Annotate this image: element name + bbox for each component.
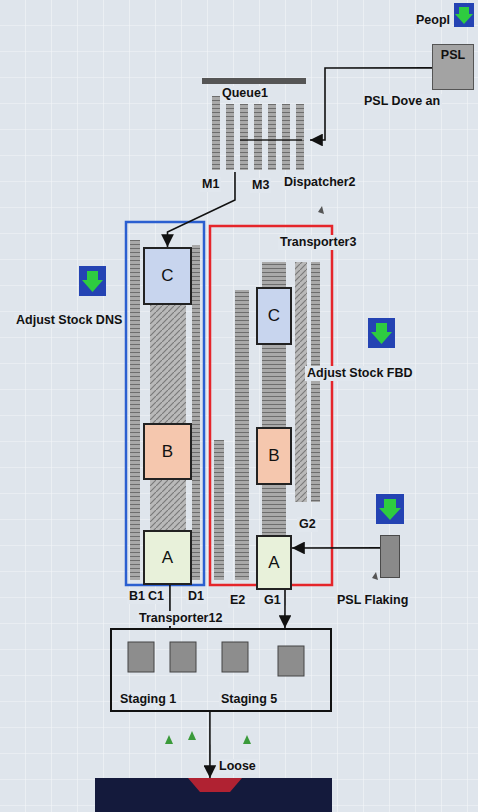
object-label: Adjust Stock DNS (14, 313, 124, 328)
stock-icon (79, 266, 106, 296)
staging-bay (128, 642, 154, 672)
object-label: Transporter12 (137, 611, 224, 626)
object-label: G2 (297, 517, 318, 532)
rack-label: D1 (186, 589, 206, 604)
rack-stripe (130, 240, 140, 580)
object-name: Loose (217, 759, 258, 774)
rack-label: B1 (127, 589, 147, 604)
rack-stripe (240, 104, 248, 170)
flow-arrow (168, 172, 236, 247)
transporter-figure (165, 735, 173, 744)
rack-stripe (212, 96, 220, 170)
rack-box: C (143, 247, 192, 305)
source-icon (455, 7, 473, 24)
object-name: Queue1 (220, 86, 270, 101)
staging-bay (278, 646, 304, 676)
dns-region (126, 222, 204, 585)
rack-box: A (143, 530, 192, 585)
sink-mark (188, 778, 242, 792)
sink-object: Loose (95, 778, 332, 812)
source-icon (376, 494, 404, 524)
rack-stripe (295, 262, 307, 502)
zone-letter: C (161, 266, 173, 286)
operator-mark (318, 206, 324, 214)
flow-arrow (209, 712, 211, 778)
source-box: PSL Flaking (380, 535, 400, 578)
rack-label: E2 (228, 593, 247, 608)
zone-letter: B (268, 446, 279, 466)
object-label: Dispatcher2 (282, 175, 358, 190)
rack-stripe (296, 104, 304, 170)
queue-object: Queue1 (200, 76, 310, 172)
object-name: PSL (441, 48, 465, 63)
object-label: M1 (200, 177, 221, 192)
object-label: Peopl (414, 13, 452, 28)
rack-stripe (268, 104, 276, 170)
rack-box: C (256, 287, 292, 345)
object-name: Staging 1 (118, 692, 178, 707)
transporter-figure (188, 731, 196, 740)
operator-mark (372, 572, 378, 580)
rack-box: B (256, 427, 292, 485)
staging-area: Staging 1 Staging 5 (110, 628, 332, 712)
stock-icon (368, 318, 395, 348)
queue-line (240, 139, 302, 141)
zone-letter: B (162, 442, 173, 462)
queue-bar (202, 78, 306, 84)
fbd-region (210, 226, 332, 585)
rack-box: B (143, 423, 192, 480)
rack-stripe (311, 262, 320, 502)
object-label: M3 (250, 178, 271, 193)
rack-stripe (226, 104, 234, 170)
object-name: PSL Flaking (335, 593, 410, 608)
rack-stripe (192, 245, 200, 580)
source-icon (454, 3, 474, 27)
flow-arrow (292, 547, 380, 549)
staging-bay (170, 642, 196, 672)
stock-icon (371, 323, 392, 344)
source-box: PSL (432, 44, 474, 90)
rack-stripe (282, 104, 290, 170)
rack-stripe (235, 290, 249, 580)
rack-box: A (256, 535, 292, 590)
rack-label: G1 (262, 593, 283, 608)
rack-label: C1 (146, 589, 166, 604)
rack-stripe (214, 440, 224, 580)
flow-arrow (284, 590, 286, 628)
transporter-figure (243, 735, 251, 744)
source-icon (379, 499, 401, 520)
object-name: Staging 5 (219, 692, 279, 707)
zone-letter: A (268, 553, 279, 573)
sink-bar (95, 778, 332, 812)
object-label: Adjust Stock FBD (305, 366, 415, 381)
object-label: Transporter3 (278, 235, 358, 250)
stock-icon (82, 271, 103, 292)
object-label: PSL Dove an (362, 94, 442, 109)
staging-bay (222, 642, 248, 672)
rack-stripe (254, 104, 262, 170)
zone-letter: C (268, 306, 280, 326)
zone-letter: A (162, 548, 173, 568)
